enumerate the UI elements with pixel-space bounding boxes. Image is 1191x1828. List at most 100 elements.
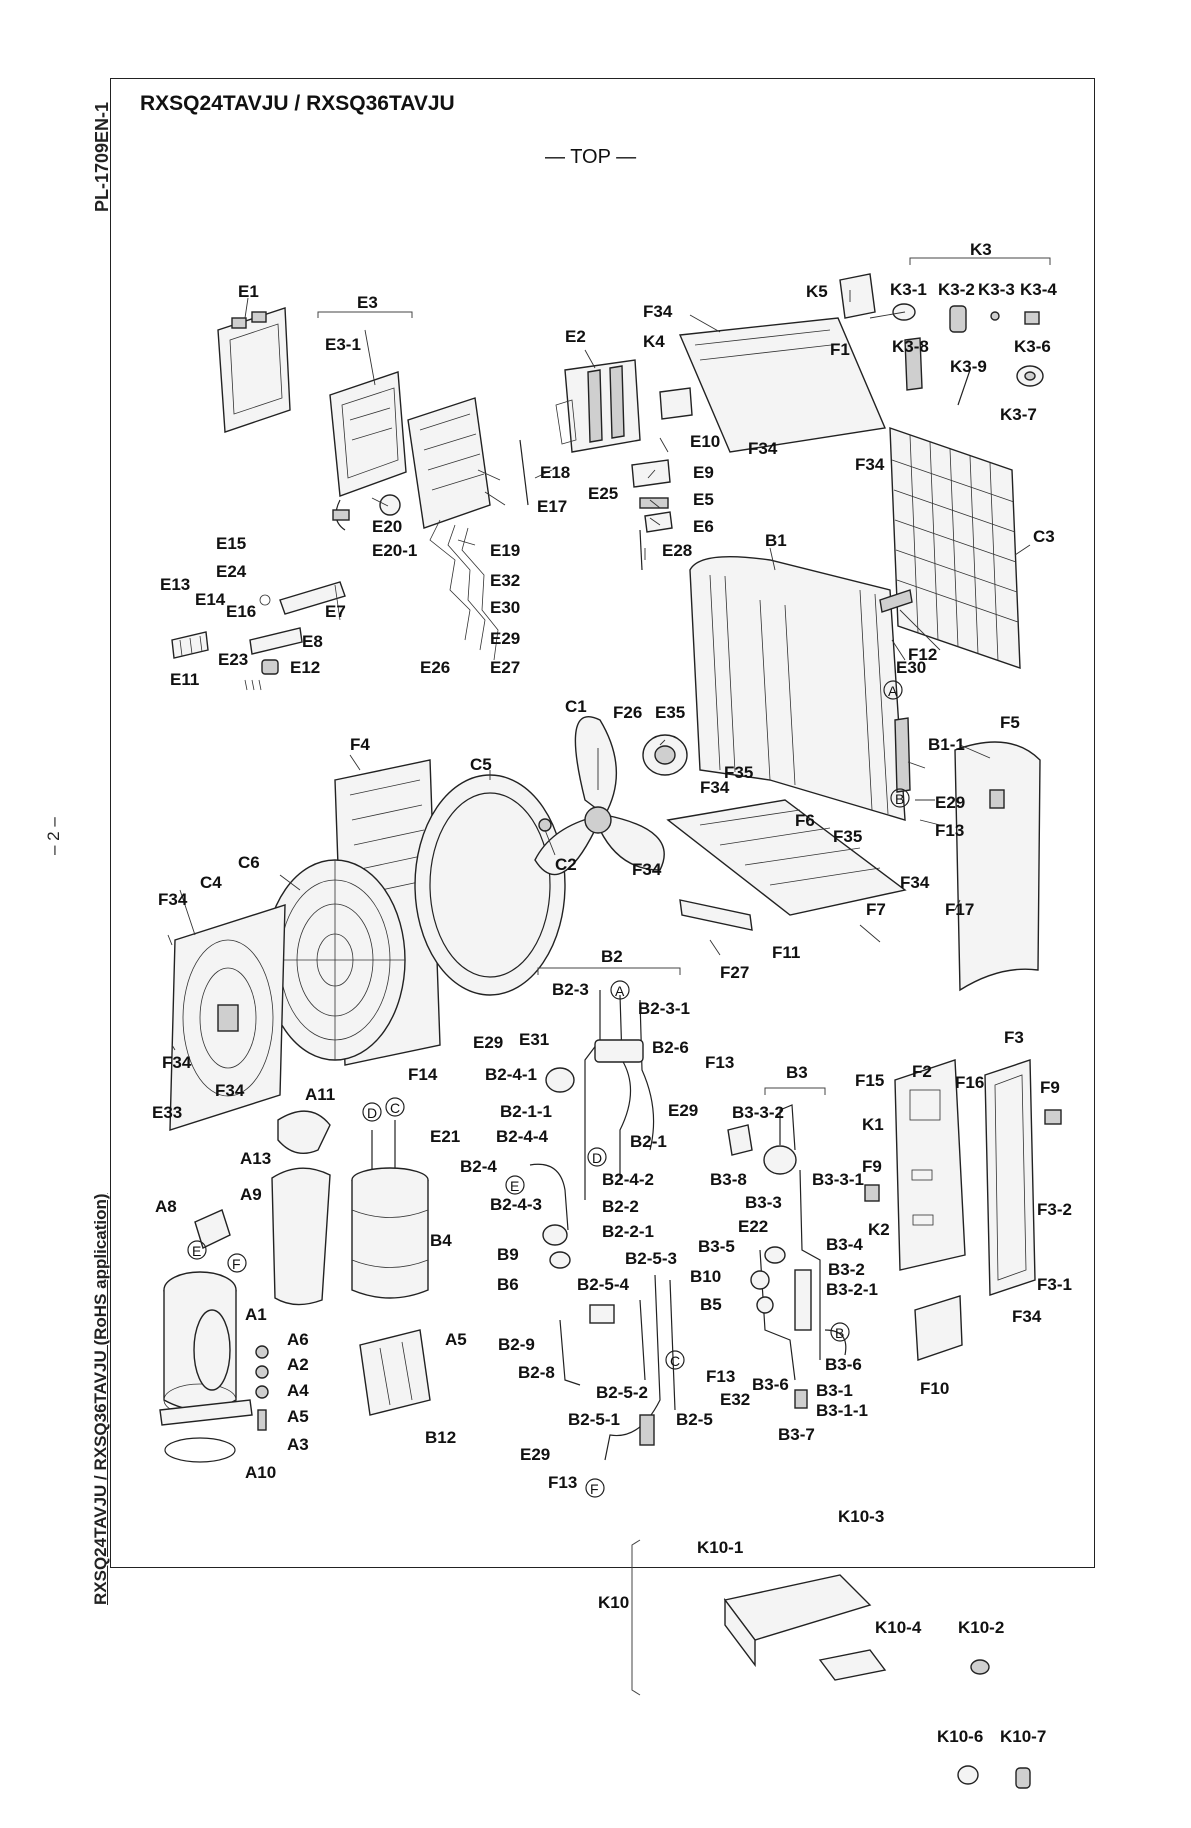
label-f6: F6 bbox=[795, 811, 815, 830]
label-e29-a: E29 bbox=[490, 629, 520, 648]
label-e17: E17 bbox=[537, 497, 567, 516]
label-a4: A4 bbox=[287, 1381, 309, 1400]
label-f13-a: F13 bbox=[935, 821, 964, 840]
part-f12-f30 bbox=[879, 589, 913, 613]
part-c1-propeller-fan bbox=[534, 715, 665, 876]
label-b9: B9 bbox=[497, 1245, 519, 1264]
label-f34-e: F34 bbox=[632, 860, 662, 879]
label-e29-b: E29 bbox=[935, 793, 965, 812]
label-b2-5: B2-5 bbox=[676, 1410, 713, 1429]
label-f16: F16 bbox=[955, 1073, 984, 1092]
label-b2-1-1: B2-1-1 bbox=[500, 1102, 552, 1121]
part-a13-sound-blanket bbox=[271, 1167, 331, 1306]
part-f7-bottom-frame bbox=[666, 799, 907, 916]
label-b2-5-4: B2-5-4 bbox=[577, 1275, 630, 1294]
label-k2: K2 bbox=[868, 1220, 890, 1239]
label-f7: F7 bbox=[866, 900, 886, 919]
part-a1-compressor bbox=[159, 1271, 253, 1426]
label-k1: K1 bbox=[862, 1115, 884, 1134]
label-e20: E20 bbox=[372, 517, 402, 536]
part-e1-control-box bbox=[217, 307, 291, 433]
marker-d1: D bbox=[367, 1105, 377, 1121]
label-e16: E16 bbox=[226, 602, 256, 621]
part-e10-reactor bbox=[659, 387, 693, 420]
label-b3-6-b: B3-6 bbox=[752, 1375, 789, 1394]
part-k5-manual bbox=[839, 273, 876, 319]
label-e3: E3 bbox=[357, 293, 378, 312]
part-e-sensor-wires bbox=[429, 439, 529, 661]
label-b5: B5 bbox=[700, 1295, 722, 1314]
label-e6: E6 bbox=[693, 517, 714, 536]
label-f10: F10 bbox=[920, 1379, 949, 1398]
marker-f2: F bbox=[590, 1481, 599, 1497]
part-e2-terminal-block bbox=[555, 359, 641, 453]
label-b2-5-2: B2-5-2 bbox=[596, 1383, 648, 1402]
part-f5-side-panel bbox=[954, 741, 1041, 992]
part-c3-rear-grille bbox=[889, 427, 1021, 669]
label-a8: A8 bbox=[155, 1197, 177, 1216]
label-k4: K4 bbox=[643, 332, 665, 351]
label-f26: F26 bbox=[613, 703, 642, 722]
label-b3-8: B3-8 bbox=[710, 1170, 747, 1189]
part-f9-clips bbox=[864, 1109, 1062, 1202]
label-b3-4: B3-4 bbox=[826, 1235, 863, 1254]
label-e28: E28 bbox=[662, 541, 692, 560]
label-b2-5-1: B2-5-1 bbox=[568, 1410, 620, 1429]
marker-c2: C bbox=[390, 1100, 400, 1116]
label-b2-4: B2-4 bbox=[460, 1157, 497, 1176]
label-k10-2: K10-2 bbox=[958, 1618, 1004, 1637]
label-e29-d: E29 bbox=[668, 1101, 698, 1120]
part-c5-bell-mouth bbox=[414, 774, 566, 996]
label-c3: C3 bbox=[1033, 527, 1055, 546]
marker-a2: A bbox=[615, 983, 625, 999]
part-e7-e8-brackets bbox=[249, 581, 346, 655]
label-k3-7: K3-7 bbox=[1000, 405, 1037, 424]
label-b2-4-1: B2-4-1 bbox=[485, 1065, 537, 1084]
label-e1: E1 bbox=[238, 282, 259, 301]
part-a10-band bbox=[164, 1437, 236, 1463]
label-f4: F4 bbox=[350, 735, 370, 754]
connection-markers: A A B B C C D D E E F F bbox=[187, 680, 910, 1498]
bracket-b2 bbox=[537, 967, 681, 975]
label-a6: A6 bbox=[287, 1330, 309, 1349]
label-b2-4-4: B2-4-4 bbox=[496, 1127, 549, 1146]
label-e2: E2 bbox=[565, 327, 586, 346]
label-a10: A10 bbox=[245, 1463, 276, 1482]
label-k3-8: K3-8 bbox=[892, 337, 929, 356]
label-b2-6: B2-6 bbox=[652, 1038, 689, 1057]
marker-f1: F bbox=[232, 1256, 241, 1272]
label-b3-7: B3-7 bbox=[778, 1425, 815, 1444]
label-f13-c: F13 bbox=[548, 1473, 577, 1492]
label-e31: E31 bbox=[519, 1030, 549, 1049]
orientation-label: — TOP — bbox=[545, 146, 637, 168]
label-f9-b: F9 bbox=[862, 1157, 882, 1176]
label-f5: F5 bbox=[1000, 713, 1020, 732]
label-c2: C2 bbox=[555, 855, 577, 874]
part-e9-e5-e6-components bbox=[631, 459, 673, 571]
label-f15: F15 bbox=[855, 1071, 884, 1090]
part-f3-side-panel bbox=[984, 1059, 1036, 1296]
label-f34-g: F34 bbox=[900, 873, 930, 892]
label-k10-4: K10-4 bbox=[875, 1618, 922, 1637]
marker-b2: B bbox=[835, 1325, 844, 1341]
label-e33: E33 bbox=[152, 1103, 182, 1122]
bracket-k10 bbox=[631, 1539, 641, 1696]
part-c4-front-grille bbox=[169, 904, 286, 1131]
label-e14: E14 bbox=[195, 590, 226, 609]
page-title: RXSQ24TAVJU / RXSQ36TAVJU bbox=[140, 92, 455, 115]
label-k10-7: K10-7 bbox=[1000, 1727, 1046, 1746]
label-f35-b: F35 bbox=[833, 827, 862, 846]
label-b2-5-3: B2-5-3 bbox=[625, 1249, 677, 1268]
label-f34-i: F34 bbox=[215, 1081, 245, 1100]
label-f34-a: F34 bbox=[643, 302, 673, 321]
part-e3-pcb-assembly bbox=[329, 371, 491, 531]
label-e7: E7 bbox=[325, 602, 346, 621]
label-k10: K10 bbox=[598, 1593, 629, 1612]
part-k10-accessory-set bbox=[723, 1574, 1031, 1789]
label-e25: E25 bbox=[588, 484, 618, 503]
part-c6-fan-guard bbox=[264, 859, 406, 1061]
part-b2-5-suction-piping bbox=[559, 1274, 676, 1461]
label-b12: B12 bbox=[425, 1428, 456, 1447]
label-f14: F14 bbox=[408, 1065, 438, 1084]
marker-d2: D bbox=[592, 1150, 602, 1166]
